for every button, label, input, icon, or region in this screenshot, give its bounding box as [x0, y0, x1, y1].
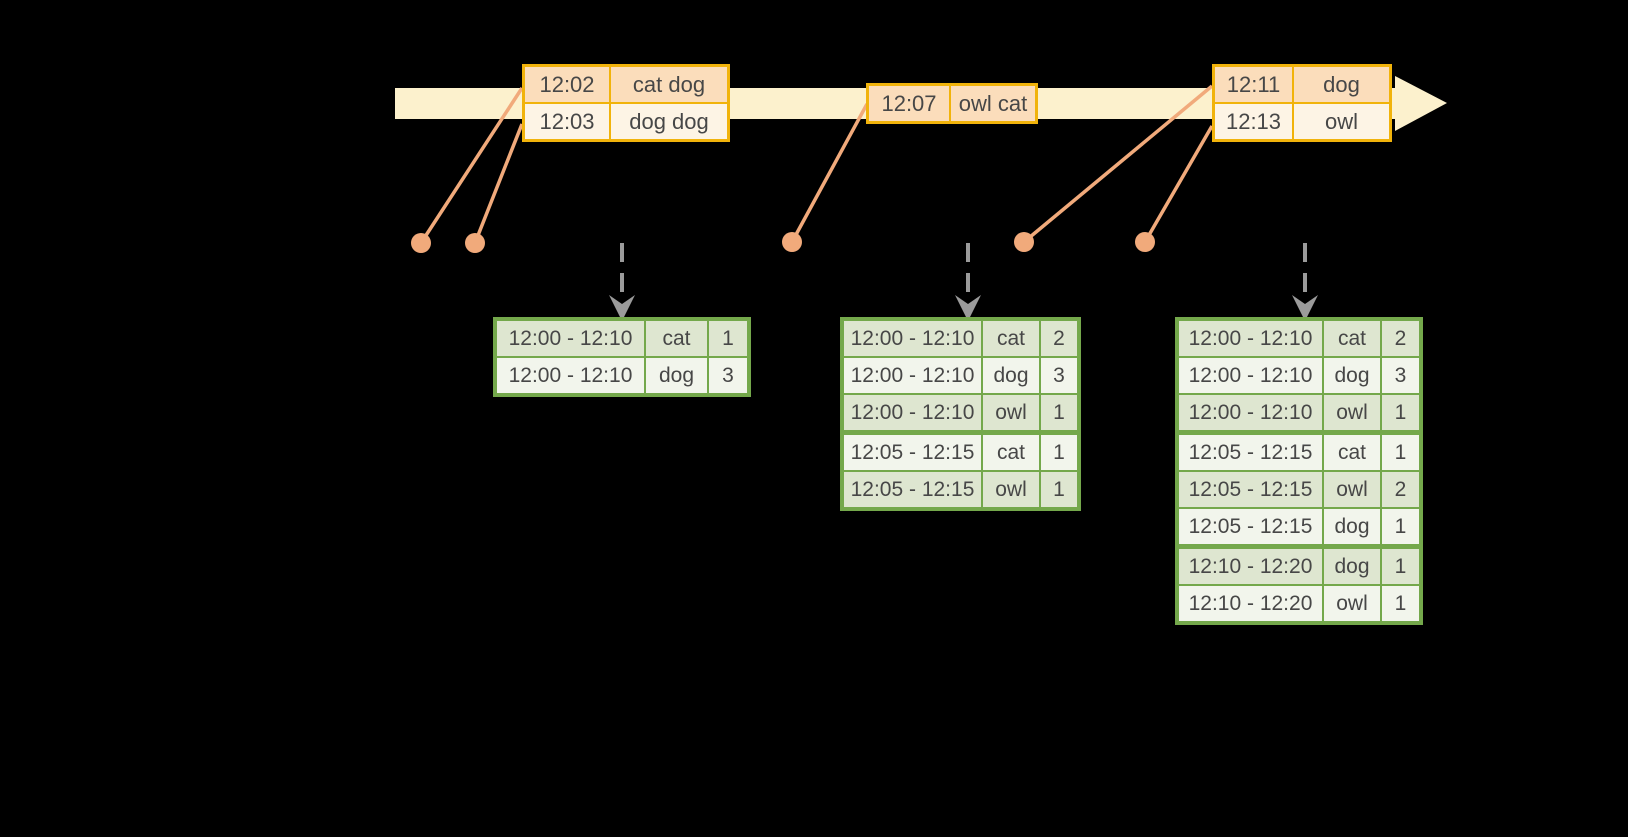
window-cell: 12:05 - 12:15	[1179, 509, 1324, 544]
word-cell: owl	[983, 472, 1041, 507]
result-row: 12:00 - 12:10 dog 3	[844, 356, 1077, 393]
result-table-2: 12:00 - 12:10 cat 2 12:00 - 12:10 dog 3 …	[840, 317, 1081, 511]
count-cell: 3	[1382, 358, 1419, 393]
window-cell: 12:00 - 12:10	[844, 358, 983, 393]
word-cell: owl	[1324, 395, 1382, 430]
word-cell: dog	[1324, 358, 1382, 393]
result-table-1: 12:00 - 12:10 cat 1 12:00 - 12:10 dog 3	[493, 317, 751, 397]
result-row: 12:00 - 12:10 cat 2	[1179, 321, 1419, 356]
window-cell: 12:05 - 12:15	[1179, 472, 1324, 507]
word-cell: dog	[646, 358, 709, 393]
window-cell: 12:00 - 12:10	[1179, 358, 1324, 393]
count-cell: 1	[1382, 435, 1419, 470]
word-cell: cat	[983, 435, 1041, 470]
result-row: 12:00 - 12:10 cat 2	[844, 321, 1077, 356]
window-cell: 12:05 - 12:15	[844, 435, 983, 470]
result-row: 12:05 - 12:15 dog 1	[1179, 507, 1419, 544]
event-row: 12:07 owl cat	[869, 86, 1035, 121]
window-cell: 12:10 - 12:20	[1179, 549, 1324, 584]
result-row: 12:00 - 12:10 owl 1	[844, 393, 1077, 430]
event-link-line	[473, 123, 524, 244]
event-time-cell: 12:11	[1215, 67, 1294, 102]
window-cell: 12:05 - 12:15	[844, 472, 983, 507]
result-row: 12:05 - 12:15 cat 1	[844, 430, 1077, 470]
count-cell: 2	[1382, 321, 1419, 356]
result-row: 12:10 - 12:20 owl 1	[1179, 584, 1419, 621]
timeline-arrow-head-icon	[1395, 76, 1447, 131]
event-time-cell: 12:03	[525, 104, 611, 139]
result-row: 12:00 - 12:10 dog 3	[497, 356, 747, 393]
word-cell: cat	[1324, 321, 1382, 356]
event-row: 12:11 dog	[1215, 67, 1389, 102]
result-row: 12:00 - 12:10 owl 1	[1179, 393, 1419, 430]
event-words-cell: dog dog	[611, 104, 727, 139]
word-cell: cat	[1324, 435, 1382, 470]
event-link-line	[1143, 125, 1214, 243]
word-cell: owl	[1324, 472, 1382, 507]
event-table-3: 12:11 dog 12:13 owl	[1212, 64, 1392, 142]
event-marker-dot	[782, 232, 802, 252]
event-link-line	[1022, 84, 1214, 244]
result-table-3: 12:00 - 12:10 cat 2 12:00 - 12:10 dog 3 …	[1175, 317, 1423, 625]
window-cell: 12:00 - 12:10	[1179, 321, 1324, 356]
count-cell: 3	[1041, 358, 1077, 393]
event-link-line	[790, 103, 869, 243]
count-cell: 1	[709, 321, 747, 356]
event-words-cell: cat dog	[611, 67, 727, 102]
window-cell: 12:00 - 12:10	[497, 321, 646, 356]
event-row: 12:03 dog dog	[525, 102, 727, 139]
event-row: 12:02 cat dog	[525, 67, 727, 102]
window-cell: 12:00 - 12:10	[844, 395, 983, 430]
count-cell: 1	[1041, 435, 1077, 470]
window-cell: 12:10 - 12:20	[1179, 586, 1324, 621]
event-table-1: 12:02 cat dog 12:03 dog dog	[522, 64, 730, 142]
count-cell: 1	[1041, 395, 1077, 430]
count-cell: 1	[1382, 395, 1419, 430]
event-marker-dot	[411, 233, 431, 253]
event-marker-dot	[465, 233, 485, 253]
word-cell: dog	[1324, 549, 1382, 584]
count-cell: 2	[1382, 472, 1419, 507]
event-marker-dot	[1135, 232, 1155, 252]
event-marker-dot	[1014, 232, 1034, 252]
result-row: 12:05 - 12:15 owl 2	[1179, 470, 1419, 507]
count-cell: 1	[1041, 472, 1077, 507]
event-link-line	[419, 87, 524, 244]
count-cell: 2	[1041, 321, 1077, 356]
count-cell: 1	[1382, 586, 1419, 621]
result-row: 12:10 - 12:20 dog 1	[1179, 544, 1419, 584]
result-row: 12:00 - 12:10 cat 1	[497, 321, 747, 356]
event-time-cell: 12:07	[869, 86, 951, 121]
word-cell: cat	[983, 321, 1041, 356]
word-cell: cat	[646, 321, 709, 356]
window-cell: 12:05 - 12:15	[1179, 435, 1324, 470]
count-cell: 1	[1382, 509, 1419, 544]
count-cell: 3	[709, 358, 747, 393]
word-cell: owl	[1324, 586, 1382, 621]
word-cell: owl	[983, 395, 1041, 430]
event-words-cell: owl cat	[951, 86, 1035, 121]
window-cell: 12:00 - 12:10	[844, 321, 983, 356]
word-cell: dog	[983, 358, 1041, 393]
result-row: 12:05 - 12:15 cat 1	[1179, 430, 1419, 470]
result-row: 12:00 - 12:10 dog 3	[1179, 356, 1419, 393]
result-row: 12:05 - 12:15 owl 1	[844, 470, 1077, 507]
word-cell: dog	[1324, 509, 1382, 544]
event-time-cell: 12:02	[525, 67, 611, 102]
event-words-cell: dog	[1294, 67, 1389, 102]
event-time-cell: 12:13	[1215, 104, 1294, 139]
window-cell: 12:00 - 12:10	[1179, 395, 1324, 430]
event-row: 12:13 owl	[1215, 102, 1389, 139]
count-cell: 1	[1382, 549, 1419, 584]
event-words-cell: owl	[1294, 104, 1389, 139]
event-table-2: 12:07 owl cat	[866, 83, 1038, 124]
window-cell: 12:00 - 12:10	[497, 358, 646, 393]
